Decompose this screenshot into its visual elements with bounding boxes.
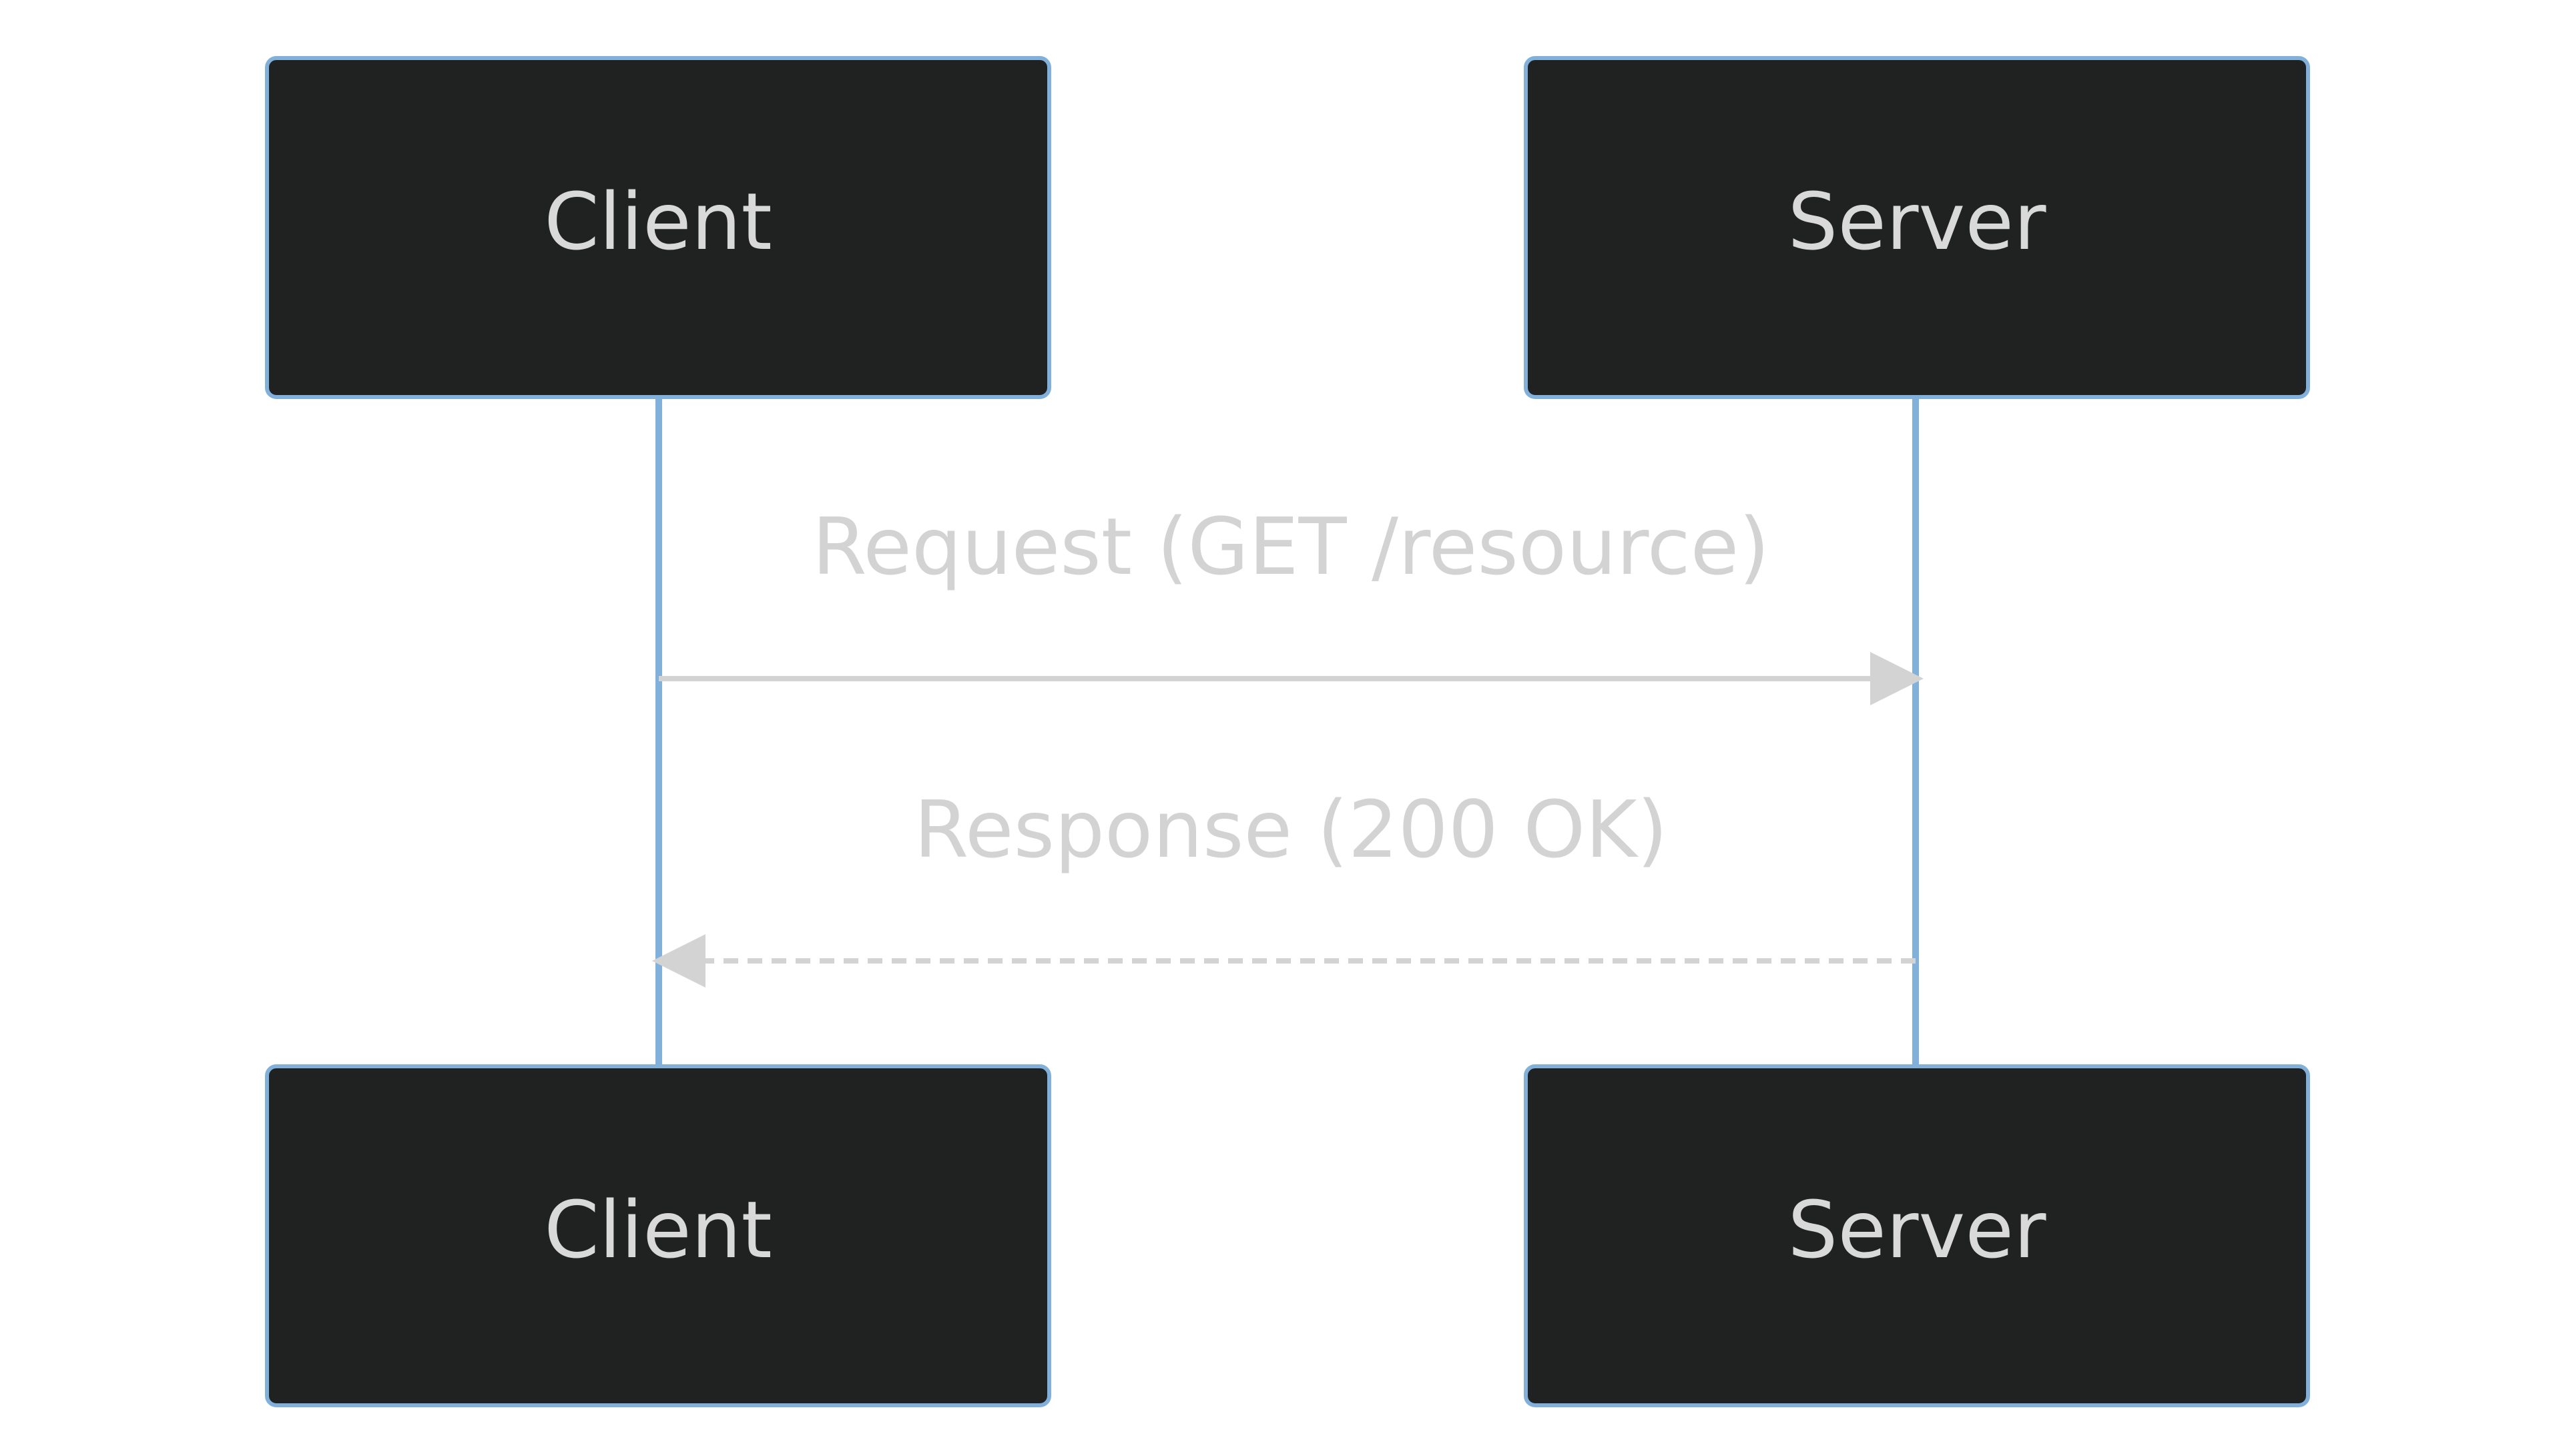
client-actor-top-label: Client [544,175,772,268]
server-actor-top-label: Server [1788,175,2046,268]
client-actor-bottom-label: Client [544,1184,772,1276]
server-actor-top: Server [1524,56,2310,399]
server-actor-bottom: Server [1524,1064,2310,1407]
response-message-label: Response (200 OK) [914,783,1667,875]
response-arrowhead [652,934,705,988]
request-message-label: Request (GET /resource) [812,500,1770,593]
client-actor-bottom: Client [265,1064,1051,1407]
client-actor-top: Client [265,56,1051,399]
request-arrowhead [1870,652,1924,705]
server-actor-bottom-label: Server [1788,1184,2046,1276]
